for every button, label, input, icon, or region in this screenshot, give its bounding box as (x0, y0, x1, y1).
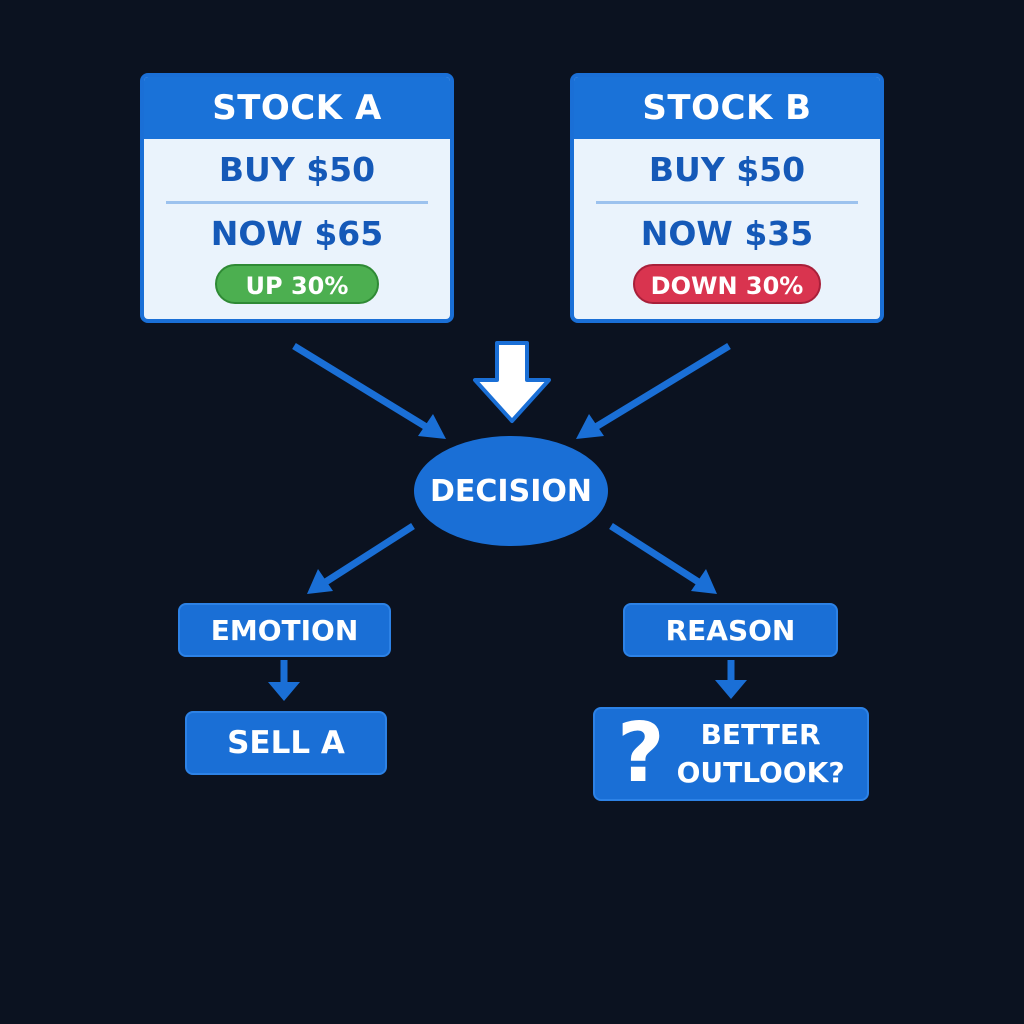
outlook-label: BETTER OUTLOOK? (677, 716, 845, 792)
outlook-line-1: BETTER (700, 718, 821, 751)
stock-a-card: STOCK A BUY $50 NOW $65 UP 30% (140, 73, 454, 323)
arrowhead-outlook (715, 680, 747, 699)
stock-a-buy: BUY $50 (218, 150, 376, 189)
stock-a-title: STOCK A (144, 77, 450, 139)
better-outlook-node: ? BETTER OUTLOOK? (593, 707, 869, 801)
emotion-node: EMOTION (178, 603, 391, 657)
stock-b-buy: BUY $50 (648, 150, 806, 189)
reason-node: REASON (623, 603, 838, 657)
arrow-decision-to-reason (609, 523, 702, 586)
decision-node: DECISION (414, 436, 608, 546)
arrow-decision-to-emotion (322, 523, 415, 586)
arrowhead-sell (268, 682, 300, 701)
arrow-stock-b-to-decision (592, 343, 731, 431)
stock-b-title: STOCK B (574, 77, 880, 139)
stock-b-change-badge: DOWN 30% (633, 264, 821, 304)
sell-a-node: SELL A (185, 711, 387, 775)
stock-a-divider (166, 201, 428, 204)
stock-b-card: STOCK B BUY $50 NOW $35 DOWN 30% (570, 73, 884, 323)
arrowhead-reason (691, 569, 717, 594)
arrowhead-emotion (307, 569, 333, 594)
outlook-line-2: OUTLOOK? (676, 756, 845, 789)
stock-a-now: NOW $65 (210, 214, 384, 253)
stock-b-divider (596, 201, 858, 204)
big-down-arrow (473, 341, 551, 423)
stock-a-change-badge: UP 30% (215, 264, 379, 304)
stock-b-now: NOW $35 (640, 214, 814, 253)
arrow-stock-a-to-decision (292, 343, 430, 431)
arrowhead-stock-b (576, 414, 604, 439)
arrowhead-stock-a (418, 414, 446, 439)
question-mark-icon: ? (617, 706, 665, 801)
